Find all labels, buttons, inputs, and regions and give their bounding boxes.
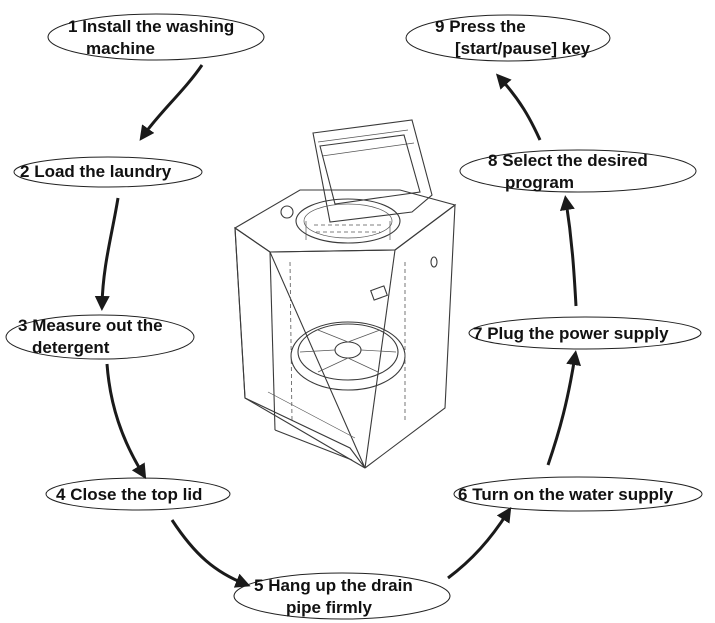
arrow-2-to-3 [94,197,120,311]
svg-text:program: program [505,173,574,192]
step-7-label: 7 Plug the power supply [473,324,669,343]
step-5-label: 5 Hang up the drain pipe firmly [254,576,413,617]
step-5-ellipse [233,572,451,620]
step-3-ellipse [5,314,195,360]
arrow-6-to-7 [546,350,581,466]
step-2-label: 2 Load the laundry [20,162,172,181]
svg-text:9 Press the: 9 Press the [435,17,526,36]
svg-text:pipe firmly: pipe firmly [286,598,373,617]
arrow-4-to-5 [170,519,251,588]
step-1-ellipse [47,13,265,61]
svg-text:8 Select the desired: 8 Select the desired [488,151,648,170]
arrow-3-to-4 [105,363,147,480]
washing-machine-icon [233,119,457,469]
svg-text:5 Hang up the drain: 5 Hang up the drain [254,576,413,595]
step-6-label: 6 Turn on the water supply [458,485,674,504]
svg-text:machine: machine [86,39,155,58]
svg-text:3 Measure out the: 3 Measure out the [18,316,163,335]
step-3-label: 3 Measure out the detergent [18,316,163,357]
step-9-label: 9 Press the [start/pause] key [435,17,591,58]
step-9-ellipse [405,14,611,62]
step-2-ellipse [13,156,203,188]
svg-text:2 Load the laundry: 2 Load the laundry [20,162,172,181]
svg-text:detergent: detergent [32,338,110,357]
svg-text:[start/pause] key: [start/pause] key [455,39,591,58]
step-8-ellipse [459,149,697,193]
arrow-1-to-2 [139,64,204,141]
svg-text:1 Install the washing: 1 Install the washing [68,17,234,36]
svg-text:7 Plug the power supply: 7 Plug the power supply [473,324,669,343]
arrow-7-to-8 [559,195,578,307]
step-6-ellipse [453,476,703,512]
arrow-8-to-9 [495,73,542,141]
step-1-label: 1 Install the washing machine [68,17,234,58]
arrow-5-to-6 [447,506,512,580]
svg-text:4 Close the top lid: 4 Close the top lid [56,485,202,504]
step-4-label: 4 Close the top lid [56,485,202,504]
step-7-ellipse [468,316,702,350]
svg-text:6 Turn on the water supply: 6 Turn on the water supply [458,485,674,504]
step-8-label: 8 Select the desired program [488,151,648,192]
